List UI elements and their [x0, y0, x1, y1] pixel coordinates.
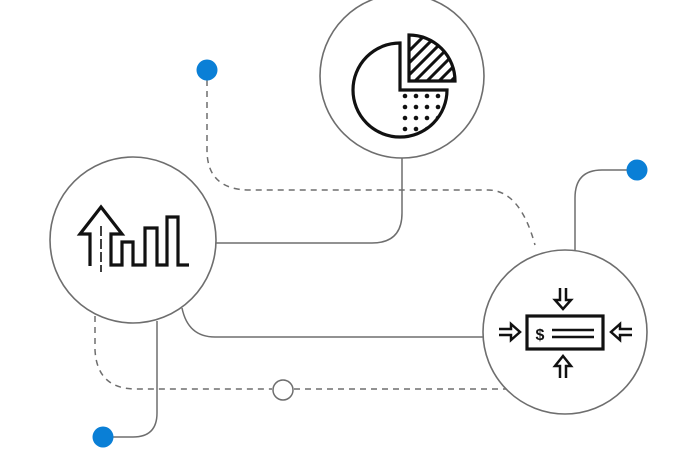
growth-chart-node: [49, 156, 217, 324]
connector-right-dot: [574, 169, 627, 250]
pie-dot: [402, 93, 408, 99]
pie-dot: [402, 126, 408, 132]
pie-dot: [424, 115, 430, 121]
junction-ring: [272, 379, 294, 401]
arrow-right-icon: [499, 321, 522, 343]
connector-pie-to-chart: [216, 158, 403, 244]
pie-dot: [435, 93, 441, 99]
pie-dot: [402, 115, 408, 121]
pie-dot: [413, 115, 419, 121]
connector-bottom-left: [112, 321, 158, 438]
arrow-up-icon: [552, 353, 574, 378]
pie-dot: [413, 104, 419, 110]
arrow-down-icon: [552, 288, 574, 311]
blue-dot-right: [626, 159, 648, 181]
pie-dot: [435, 104, 441, 110]
dashed-connector-top: [206, 80, 536, 246]
pie-dot: [424, 104, 430, 110]
growth-bar-chart-icon: [76, 204, 189, 272]
dollar-sign: $: [536, 327, 545, 344]
pie-dot: [402, 104, 408, 110]
blue-dot-bottom-left: [92, 426, 114, 448]
arrow-left-icon: [609, 321, 632, 343]
pie-chart-node: [319, 0, 485, 159]
pie-dot: [413, 126, 419, 132]
money-node: $: [482, 249, 648, 415]
money-compression-icon: $: [499, 288, 632, 378]
blue-dot-top-left: [196, 59, 218, 81]
pie-chart-icon: [351, 33, 457, 139]
dashed-connector-bottom: [94, 316, 512, 390]
pie-dot: [424, 93, 430, 99]
pie-dot: [413, 93, 419, 99]
connector-chart-to-money: [181, 307, 484, 338]
